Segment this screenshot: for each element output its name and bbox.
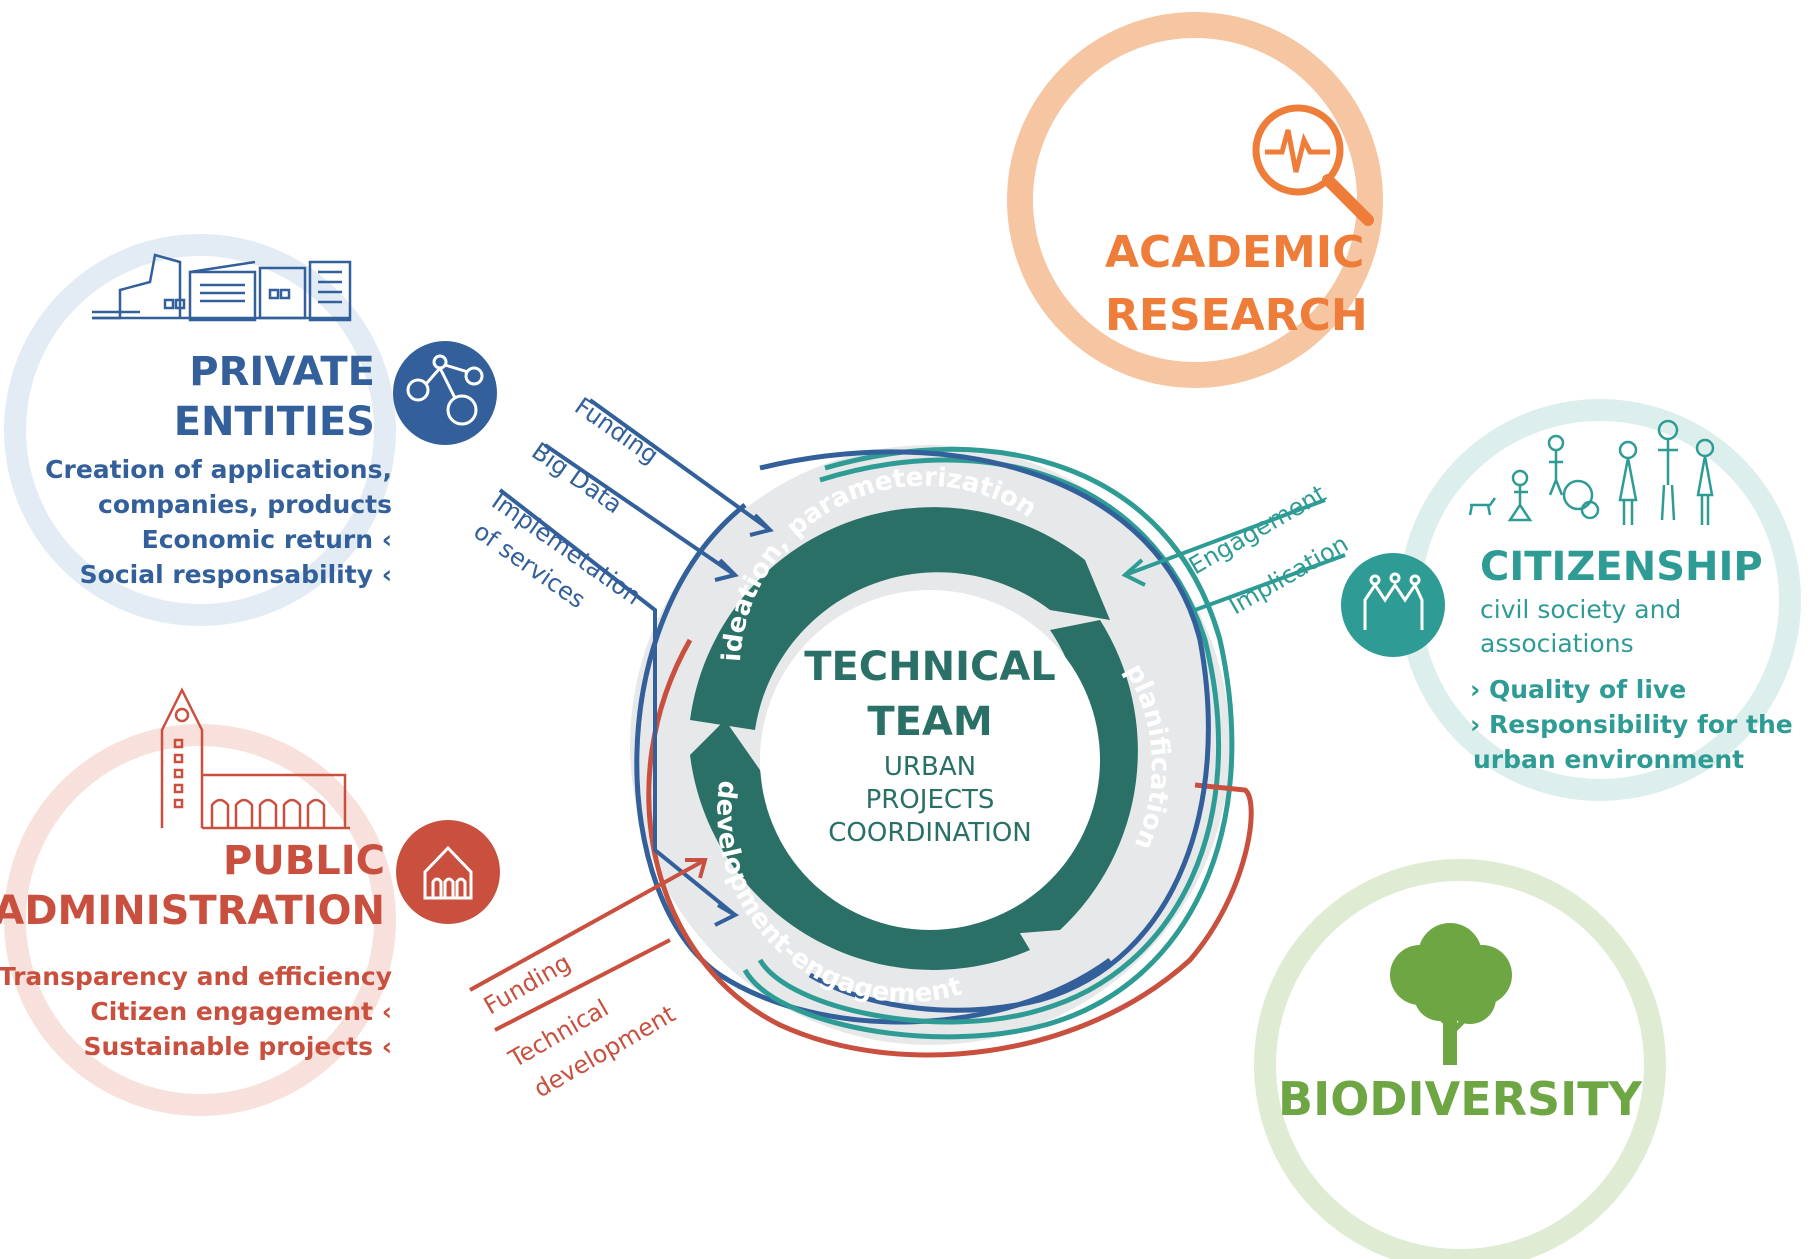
public-title-line2: ADMINISTRATION [0, 888, 385, 934]
academic-research-ring [1007, 12, 1383, 388]
private-item-3: Economic return ‹ [142, 525, 392, 554]
church-tower-icon [160, 687, 350, 830]
core-subtitle-line2: PROJECTS [866, 785, 995, 815]
tree-icon [1390, 923, 1512, 1065]
core-inner-disc [760, 590, 1100, 930]
academic-title-line1: ACADEMIC [1105, 227, 1364, 278]
biodiversity-ring [1254, 859, 1666, 1259]
buildings-icon [92, 253, 352, 322]
town-hall-icon [396, 820, 500, 924]
private-return-loop [759, 449, 1211, 1013]
private-funding-label: Funding [570, 392, 664, 470]
public-item-3: Sustainable projects ‹ [84, 1032, 392, 1061]
private-bigdata-label: Big Data [527, 437, 628, 519]
public-technical-arrow [494, 938, 671, 1032]
network-gears-glyph [406, 354, 484, 426]
core-subtitle-line3: COORDINATION [828, 818, 1032, 848]
public-item-2: Citizen engagement ‹ [90, 997, 392, 1026]
citizen-implication-arrow [1194, 553, 1346, 612]
community-hands-glyph [1363, 572, 1424, 630]
core-cycle-segment-development [690, 720, 1030, 970]
private-entities-ring [4, 234, 396, 626]
public-title-line1: PUBLIC [223, 838, 385, 884]
town-hall-glyph [423, 845, 473, 900]
citizen-flow-loop-outer [742, 446, 1235, 1040]
public-flow-loop [646, 638, 1254, 1058]
citizenship-item-1: › Quality of live [1470, 675, 1686, 704]
core-title-line2: TEAM [867, 699, 992, 745]
public-funding-arrow [469, 858, 708, 992]
private-title-line1: PRIVATE [189, 349, 375, 395]
public-item-1: Transparency and efficiency [0, 962, 392, 991]
private-title-line2: ENTITIES [174, 399, 375, 445]
magnifier-pulse-icon [1252, 104, 1374, 226]
citizenship-item-3: urban environment [1473, 745, 1744, 774]
citizenship-title: CITIZENSHIP [1480, 544, 1763, 590]
private-funding-arrow [588, 398, 774, 537]
biodiversity-title: BIODIVERSITY [1278, 1072, 1643, 1126]
academic-title-line2: RESEARCH [1105, 290, 1368, 341]
community-hands-icon [1341, 553, 1445, 657]
private-item-2: companies, products [98, 490, 392, 519]
citizen-engagement-arrow [1121, 498, 1326, 587]
citizenship-subtitle-line1: civil society and [1480, 595, 1681, 624]
private-item-4: Social responsability ‹ [80, 560, 392, 589]
private-bigdata-arrow [543, 443, 739, 582]
citizenship-subtitle-line2: associations [1480, 629, 1634, 658]
private-item-1: Creation of applications, [45, 455, 392, 484]
family-people-icon [1468, 419, 1715, 525]
private-implementation-arrow [498, 488, 740, 927]
core-subtitle-line1: URBAN [884, 752, 976, 782]
core-cycle-segment-ideation [690, 507, 1110, 730]
public-administration-ring [4, 724, 396, 1116]
core-title-line1: TECHNICAL [804, 644, 1056, 690]
citizenship-item-2: › Responsibility for the [1470, 710, 1793, 739]
core-cycle-segment-planification [995, 620, 1138, 935]
